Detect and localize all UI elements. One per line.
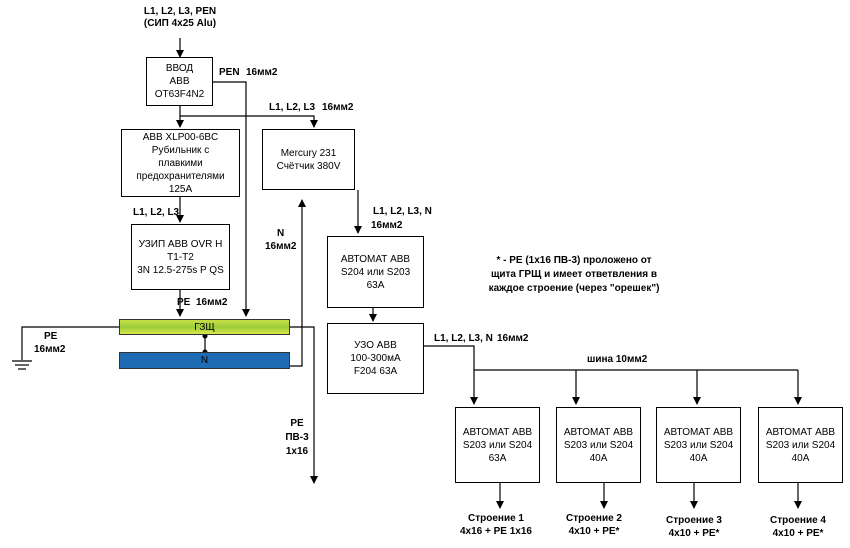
pen-size: 16мм2 <box>246 67 278 78</box>
neutral-bus-label: N <box>200 355 209 366</box>
switch-fuse-box: АВВ XLP00-6BC Рубильник с плавкими предо… <box>121 129 240 197</box>
building-label-3: Строение 3 4х10 + PE* <box>656 514 732 540</box>
building-1-cable: 4х16 + PE 1х16 <box>459 526 532 537</box>
ground-bus: ГЗЩ <box>119 319 290 335</box>
input-cable: (СИП 4х25 Alu) <box>143 18 217 29</box>
vvod-line-3: OT63F4N2 <box>154 89 205 100</box>
pen-label: PEN <box>219 67 240 78</box>
ground-bus-label: ГЗЩ <box>194 321 215 333</box>
building-2-cable: 4х10 + PE* <box>568 526 620 537</box>
breaker-box-3: АВТОМАТ АВВ S203 или S204 40А <box>656 407 741 483</box>
switch-line-4: предохранителями <box>136 170 225 182</box>
note-line-2: щита ГРЩ и имеет ответвления в <box>490 269 658 280</box>
main-automat-line-2: S204 или S203 <box>340 266 411 278</box>
meter-out-size: 16мм2 <box>371 220 403 231</box>
main-automat-box: АВТОМАТ АВВ S204 или S203 63А <box>327 236 424 308</box>
meter-feed-line <box>180 115 318 128</box>
breaker-box-4: АВТОМАТ АВВ S203 или S204 40А <box>758 407 843 483</box>
uzo-to-busbar <box>424 345 475 370</box>
breaker-4-line-1: АВТОМАТ АВВ <box>765 426 836 438</box>
pe-spd-label: PE <box>177 297 191 308</box>
earth-symbol <box>12 360 32 370</box>
input-label: L1, L2, L3, PEN (СИП 4х25 Alu) <box>140 6 220 30</box>
uzo-out-size: 16мм2 <box>497 333 529 344</box>
neutral-bus: N <box>119 352 290 369</box>
switch-line-5: 125А <box>168 183 193 195</box>
building-label-4: Строение 4 4х10 + PE* <box>760 514 836 540</box>
building-1-name: Строение 1 <box>468 513 524 524</box>
breaker-1-line-1: АВТОМАТ АВВ <box>462 426 533 438</box>
breaker-1-line-3: 63А <box>488 452 507 464</box>
pen-line <box>213 81 250 317</box>
building-4-cable: 4х10 + PE* <box>772 528 824 539</box>
vvod-box: ВВОД АВВ OT63F4N2 <box>146 57 213 106</box>
meter-box: Mercury 231 Счётчик 380V <box>262 129 355 190</box>
pe-out-line-2: ПВ-3 <box>285 432 309 443</box>
main-automat-line-3: 63А <box>366 279 385 291</box>
meter-out-phases: L1, L2, L3, N <box>373 206 432 217</box>
pe-spd-size: 16мм2 <box>196 297 228 308</box>
breaker-2-line-1: АВТОМАТ АВВ <box>563 426 634 438</box>
building-4-name: Строение 4 <box>770 515 826 526</box>
breaker-4-line-3: 40А <box>791 452 810 464</box>
vvod-line-2: АВВ <box>169 76 190 87</box>
pe-out-line-3: 1х16 <box>285 446 309 457</box>
breaker-1-line-2: S203 или S204 <box>462 439 533 451</box>
building-3-name: Строение 3 <box>666 515 722 526</box>
input-phases: L1, L2, L3, PEN <box>143 6 217 17</box>
meter-feed-phases: L1, L2, L3 <box>269 102 316 113</box>
breaker-2-line-3: 40А <box>589 452 608 464</box>
note-line-3: каждое строение (через "орешек") <box>488 283 660 294</box>
uzo-out-phases: L1, L2, L3, N <box>434 333 493 344</box>
main-automat-line-1: АВТОМАТ АВВ <box>340 253 411 265</box>
n-line <box>290 199 306 367</box>
building-2-name: Строение 2 <box>566 513 622 524</box>
breaker-box-1: АВТОМАТ АВВ S203 или S204 63А <box>455 407 540 483</box>
uzo-box: УЗО АВВ 100-300мА F204 63A <box>327 323 424 394</box>
breaker-3-line-1: АВТОМАТ АВВ <box>663 426 734 438</box>
breaker-2-line-2: S203 или S204 <box>563 439 634 451</box>
building-3-cable: 4х10 + PE* <box>668 528 720 539</box>
pe-out-label: PE ПВ-3 1х16 <box>284 417 310 459</box>
meter-line-2: Счётчик 380V <box>276 160 341 172</box>
switch-line-1: АВВ XLP00-6BC <box>142 131 219 143</box>
busbar-label: шина 10мм2 <box>587 354 648 365</box>
switch-line-2: Рубильник с <box>151 144 210 156</box>
note-line-1: * - PE (1х16 ПВ-3) проложено от <box>496 255 652 266</box>
pe-out-line-1: PE <box>290 418 304 429</box>
note: * - PE (1х16 ПВ-3) проложено от щита ГРЩ… <box>476 254 672 296</box>
building-label-1: Строение 1 4х16 + PE 1х16 <box>450 512 542 538</box>
meter-feed-size: 16мм2 <box>322 102 354 113</box>
breaker-3-line-2: S203 или S204 <box>663 439 734 451</box>
building-label-2: Строение 2 4х10 + PE* <box>556 512 632 538</box>
uzo-line-1: УЗО АВВ <box>354 340 397 351</box>
switch-line-3: плавкими <box>158 157 203 169</box>
uzo-line-3: F204 63A <box>353 366 398 377</box>
n-wire-label: N <box>277 228 285 239</box>
breaker-3-line-3: 40А <box>689 452 708 464</box>
uzo-line-2: 100-300мА <box>350 353 401 364</box>
pe-ground-label: PE <box>44 331 58 342</box>
spd-line-3: 3N 12.5-275s P QS <box>137 264 224 276</box>
pe-ground-size: 16мм2 <box>34 344 66 355</box>
spd-feed-label: L1, L2, L3 <box>133 207 180 218</box>
ground-line <box>21 326 120 360</box>
breaker-4-line-2: S203 или S204 <box>765 439 836 451</box>
breaker-box-2: АВТОМАТ АВВ S203 или S204 40А <box>556 407 641 483</box>
spd-line-2: T1-T2 <box>167 251 194 263</box>
n-wire-size: 16мм2 <box>265 241 297 252</box>
meter-line-1: Mercury 231 <box>280 147 337 159</box>
pe-out-line <box>290 326 318 484</box>
spd-line-1: УЗИП АВВ OVR H <box>138 238 223 250</box>
spd-box: УЗИП АВВ OVR H T1-T2 3N 12.5-275s P QS <box>131 224 230 290</box>
vvod-line-1: ВВОД <box>165 63 194 74</box>
